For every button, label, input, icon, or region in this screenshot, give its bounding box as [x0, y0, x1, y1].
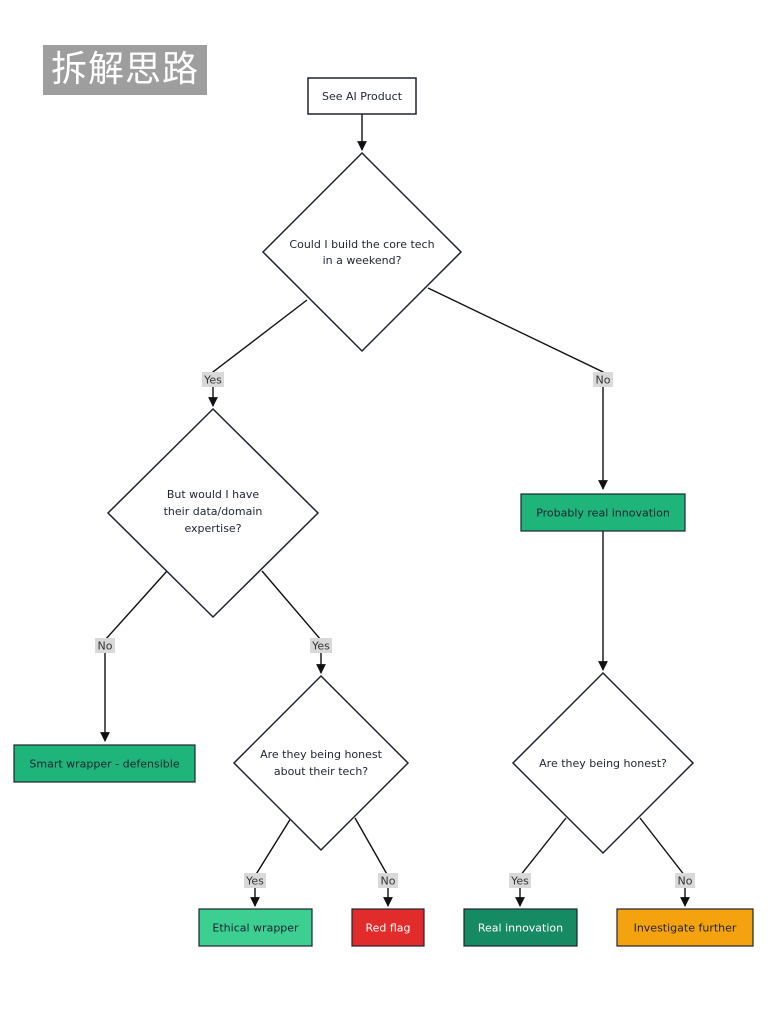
svg-text:in a weekend?: in a weekend?: [323, 254, 402, 267]
svg-text:Red flag: Red flag: [365, 922, 410, 935]
svg-text:No: No: [98, 640, 113, 653]
page-title: 拆解思路: [43, 45, 207, 95]
svg-text:No: No: [678, 875, 693, 888]
edge-label-q3-no: No: [378, 873, 398, 888]
svg-text:Could I build the core tech: Could I build the core tech: [289, 238, 434, 251]
svg-text:Yes: Yes: [510, 875, 529, 888]
decision-data-domain-expertise: But would I have their data/domain exper…: [106, 407, 320, 619]
svg-text:expertise?: expertise?: [184, 522, 241, 535]
edge-q4-no: [639, 817, 690, 907]
svg-text:Ethical wrapper: Ethical wrapper: [212, 922, 299, 935]
edge-label-q1-yes: Yes: [202, 372, 224, 387]
edge-q3-yes: [250, 817, 292, 907]
edge-q1-yes: [208, 299, 308, 407]
svg-text:Yes: Yes: [203, 374, 222, 387]
svg-text:Real innovation: Real innovation: [478, 922, 563, 935]
svg-text:No: No: [381, 875, 396, 888]
edge-label-q1-no: No: [593, 372, 613, 387]
edge-label-q2-yes: Yes: [310, 638, 332, 653]
edge-q3-no: [354, 817, 393, 907]
svg-text:Are they being honest: Are they being honest: [260, 748, 383, 761]
svg-text:Yes: Yes: [245, 875, 264, 888]
edge-q2-yes: [261, 570, 326, 674]
node-red-flag: Red flag: [351, 908, 425, 947]
node-real-innovation: Real innovation: [463, 908, 578, 947]
svg-text:But would I have: But would I have: [167, 488, 260, 501]
svg-text:Investigate further: Investigate further: [634, 922, 737, 935]
edge-label-q2-no: No: [95, 638, 115, 653]
edge-label-q4-yes: Yes: [509, 873, 531, 888]
node-probably-real-innovation: Probably real innovation: [520, 493, 686, 532]
edge-label-q3-yes: Yes: [244, 873, 266, 888]
decision-build-in-weekend: Could I build the core tech in a weekend…: [261, 151, 463, 353]
svg-text:about their tech?: about their tech?: [274, 765, 368, 778]
decision-honest: Are they being honest?: [511, 671, 695, 855]
node-start: See AI Product: [307, 77, 417, 115]
svg-text:See AI Product: See AI Product: [322, 90, 403, 103]
edge-q1-no: [427, 287, 608, 490]
svg-text:Probably real innovation: Probably real innovation: [536, 507, 670, 520]
node-smart-wrapper: Smart wrapper - defensible: [13, 744, 196, 783]
svg-text:Are they being honest?: Are they being honest?: [539, 757, 667, 770]
svg-text:Smart wrapper - defensible: Smart wrapper - defensible: [29, 758, 179, 771]
edge-q2-no: [100, 570, 168, 742]
node-investigate-further: Investigate further: [616, 908, 754, 947]
edge-q4-yes: [515, 817, 567, 907]
svg-text:Yes: Yes: [311, 640, 330, 653]
svg-text:their data/domain: their data/domain: [164, 505, 263, 518]
decision-honest-about-tech: Are they being honest about their tech?: [232, 674, 410, 852]
node-ethical-wrapper: Ethical wrapper: [198, 908, 313, 947]
edge-label-q4-no: No: [675, 873, 695, 888]
svg-text:No: No: [596, 374, 611, 387]
